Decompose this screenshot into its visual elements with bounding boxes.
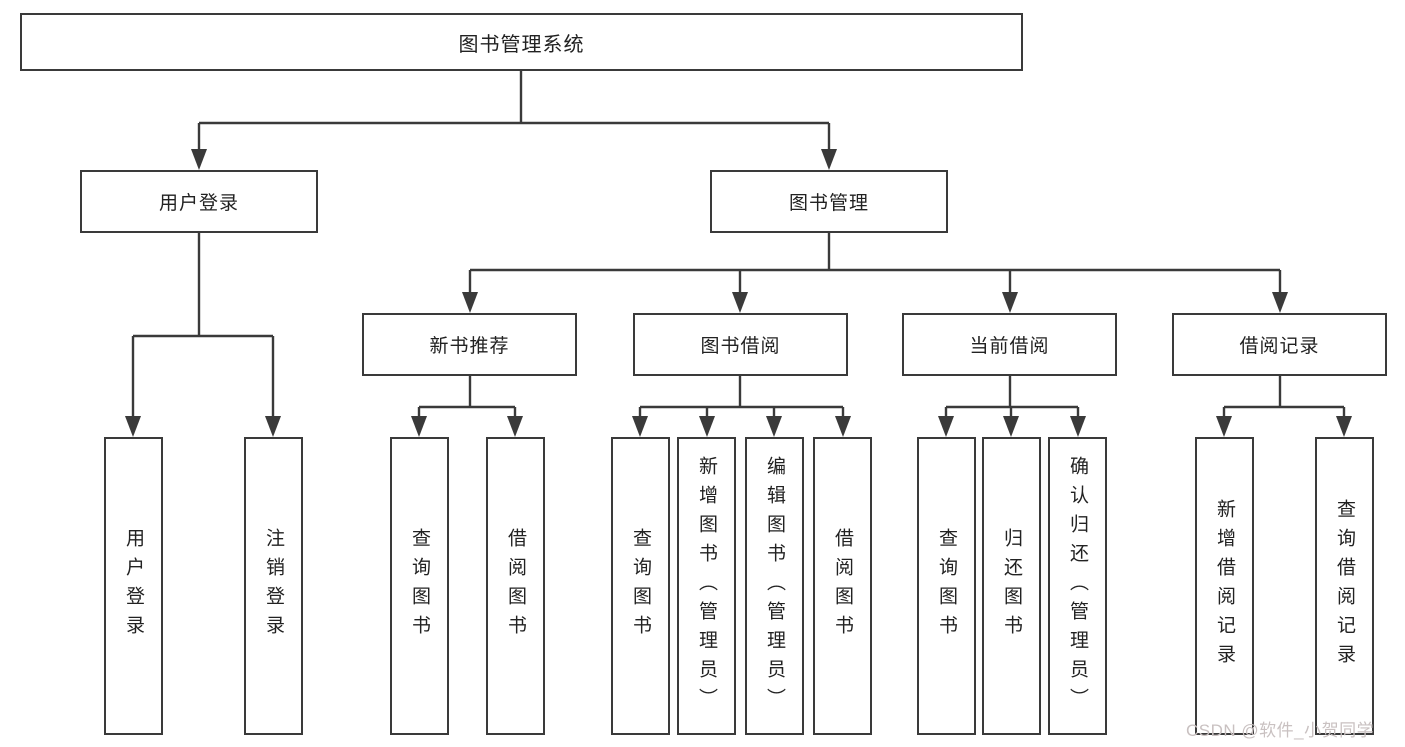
leaf-edit-books-admin: 编辑图书（管理员） xyxy=(745,437,804,735)
leaf-query-borrow-record: 查询借阅记录 xyxy=(1315,437,1374,735)
leaf-query-books-recommend: 查询图书 xyxy=(390,437,449,735)
leaf-query-books-borrowing: 查询图书 xyxy=(611,437,670,735)
leaf-logout: 注销登录 xyxy=(244,437,303,735)
leaf-user-login: 用户登录 xyxy=(104,437,163,735)
node-user-login-branch: 用户登录 xyxy=(80,170,318,233)
leaf-add-borrow-record: 新增借阅记录 xyxy=(1195,437,1254,735)
leaf-borrow-books-recommend: 借阅图书 xyxy=(486,437,545,735)
node-new-book-recommendation: 新书推荐 xyxy=(362,313,577,376)
leaf-confirm-return-admin: 确认归还（管理员） xyxy=(1048,437,1107,735)
node-library-management-system: 图书管理系统 xyxy=(20,13,1023,71)
node-book-borrowing: 图书借阅 xyxy=(633,313,848,376)
node-current-borrowing: 当前借阅 xyxy=(902,313,1117,376)
node-book-management-branch: 图书管理 xyxy=(710,170,948,233)
csdn-watermark: CSDN @软件_小贺同学 xyxy=(1186,721,1375,740)
leaf-borrow-books: 借阅图书 xyxy=(813,437,872,735)
leaf-return-books: 归还图书 xyxy=(982,437,1041,735)
leaf-add-books-admin: 新增图书（管理员） xyxy=(677,437,736,735)
node-borrowing-records: 借阅记录 xyxy=(1172,313,1387,376)
leaf-query-books-current: 查询图书 xyxy=(917,437,976,735)
